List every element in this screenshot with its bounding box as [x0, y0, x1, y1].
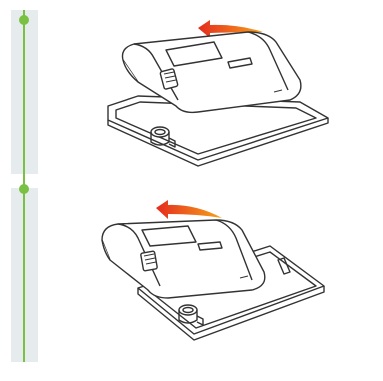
step-1-illustration [38, 10, 369, 174]
insert-arrow-icon [156, 200, 222, 219]
battery-pack-icon [102, 220, 265, 298]
step-dot-icon [19, 15, 29, 25]
step-2-illustration [38, 188, 369, 362]
step-dot-icon [19, 184, 29, 194]
